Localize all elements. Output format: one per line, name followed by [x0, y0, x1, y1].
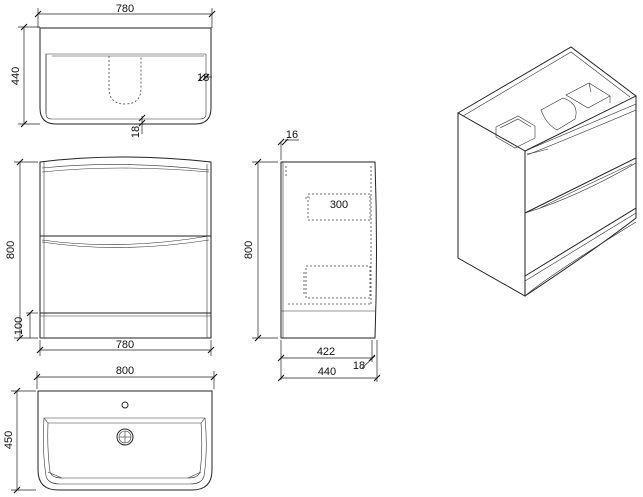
basin-depth-label: 450 [3, 431, 15, 449]
front-width-label: 780 [116, 339, 134, 351]
front-plinth-label: 100 [13, 317, 25, 335]
side-depth-label: 440 [318, 366, 336, 378]
top-width-label: 780 [116, 3, 134, 15]
top-view: 780 440 18 18 [10, 3, 216, 138]
top-back-label: 18 [130, 126, 142, 138]
side-drawer-label: 300 [330, 199, 348, 211]
basin-view: 800 450 [3, 365, 218, 494]
side-height-label: 800 [243, 241, 255, 259]
top-wall-label: 18 [197, 72, 209, 84]
side-top-label: 16 [286, 129, 298, 141]
isometric-view [457, 46, 637, 297]
front-height-label: 800 [5, 241, 17, 259]
top-depth-label: 440 [10, 67, 22, 85]
basin-width-label: 800 [116, 365, 134, 377]
side-inner-depth-label: 422 [317, 346, 335, 358]
front-view: 800 100 780 [5, 156, 215, 356]
side-offset-label: 18 [353, 360, 365, 372]
side-view: 300 16 800 422 440 18 [243, 129, 381, 382]
